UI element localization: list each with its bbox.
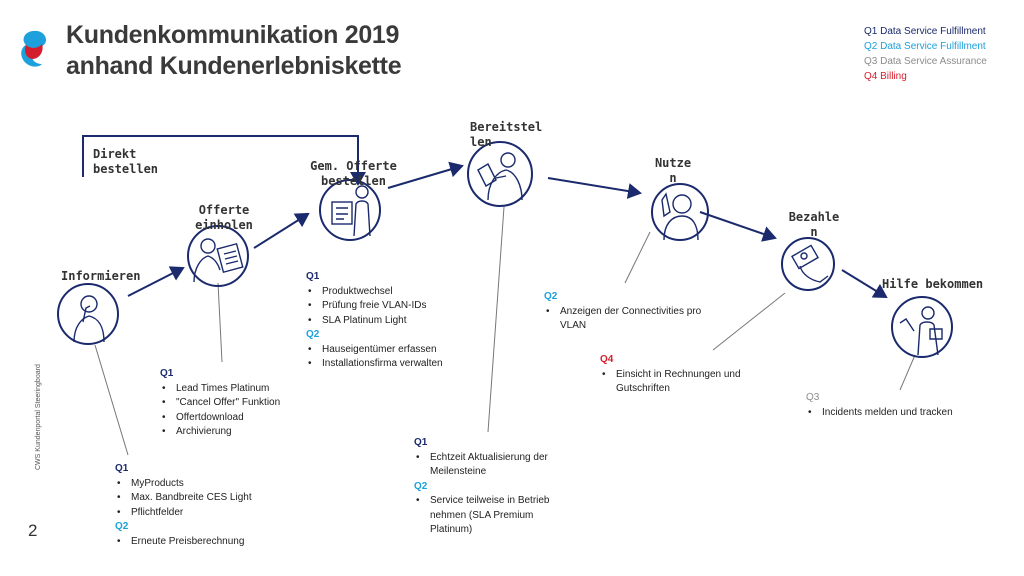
leader-nutzen <box>624 231 651 284</box>
q2-heading: Q2 <box>414 480 428 492</box>
legend-item-q3: Q3 Data Service Assurance <box>864 56 987 67</box>
q2-heading: Q2 <box>115 521 129 532</box>
block-bereitstellen: Q1 Echtzeit Aktualisierung der Meilenste… <box>414 436 574 538</box>
block-hilfe: Q3 Incidents melden und tracken <box>806 391 986 420</box>
title-line-1: Kundenkommunikation 2019 <box>66 21 400 49</box>
list-item: Prüfung freie VLAN-IDs <box>306 299 476 314</box>
stage-label-bereitstellen: Bereitstellen <box>470 120 543 149</box>
legend-item-q4: Q4 Billing <box>864 71 907 82</box>
stage-label-nutzen: Nutzen <box>654 156 692 185</box>
list-item: Offertdownload <box>160 411 310 426</box>
stage-label-hilfe: Hilfe bekommen <box>882 277 984 291</box>
list-item: MyProducts <box>115 477 275 492</box>
leader-bezahlen <box>712 292 786 351</box>
q1-heading: Q1 <box>160 368 174 379</box>
arrow-direkt-bestellen <box>82 135 366 186</box>
figure-bestellen-icon <box>319 179 381 241</box>
arrow-informieren-offerte <box>127 266 185 297</box>
side-text: CWS Kundenportal Steeringboard <box>35 364 42 470</box>
leader-offerte <box>217 282 223 363</box>
title-line-2: anhand Kundenerlebniskette <box>66 52 402 80</box>
list-item: Einsicht in Rechnungen und Gutschriften <box>600 368 770 397</box>
list-item: Hauseigentümer erfassen <box>306 343 476 358</box>
legend: Q1 Data Service Fulfillment Q2 Data Serv… <box>864 24 987 84</box>
block-informieren: Q1 MyProducts Max. Bandbreite CES Light … <box>115 462 275 549</box>
list-item: Incidents melden und tracken <box>806 406 986 421</box>
page-number: 2 <box>28 521 38 540</box>
arrow-nutzen-bezahlen <box>699 211 777 242</box>
list-item: Max. Bandbreite CES Light <box>115 491 275 506</box>
block-offerte: Q1 Lead Times Platinum "Cancel Offer" Fu… <box>160 367 310 440</box>
figure-bezahlen-icon <box>781 237 835 291</box>
list-item: Lead Times Platinum <box>160 382 310 397</box>
list-item: Installationsfirma verwalten <box>306 357 476 372</box>
swisscom-logo-icon <box>21 30 46 67</box>
leader-hilfe <box>899 354 916 391</box>
block-bezahlen: Q4 Einsicht in Rechnungen und Gutschrift… <box>600 353 770 397</box>
q2-heading: Q2 <box>544 291 558 302</box>
stage-label-offerte: Offerte einholen <box>195 203 253 232</box>
list-item: Anzeigen der Connectivities pro VLAN <box>544 305 704 334</box>
arrow-bestellen-bereitstellen <box>387 161 464 189</box>
block-bestellen: Q1 Produktwechsel Prüfung freie VLAN-IDs… <box>306 270 476 372</box>
figure-nutzen-icon <box>651 183 709 241</box>
q2-heading: Q2 <box>306 329 320 340</box>
legend-item-q1: Q1 Data Service Fulfillment <box>864 26 986 37</box>
list-item: "Cancel Offer" Funktion <box>160 396 310 411</box>
list-item: Produktwechsel <box>306 285 476 300</box>
arrow-bezahlen-hilfe <box>841 269 888 299</box>
leader-informieren <box>94 344 129 456</box>
stage-label-gem-offerte: Gem. Offerte bestellen <box>310 159 397 188</box>
figure-informieren-icon <box>57 283 119 345</box>
q4-heading: Q4 <box>600 354 614 365</box>
list-item: Echtzeit Aktualisierung der Meilensteine <box>414 451 574 480</box>
stage-label-direkt: Direkt bestellen <box>93 147 159 176</box>
q1-heading: Q1 <box>115 463 129 474</box>
figure-hilfe-icon <box>891 296 953 358</box>
list-item: SLA Platinum Light <box>306 314 476 329</box>
stage-label-bezahlen: Bezahlen <box>788 210 840 239</box>
legend-item-q2: Q2 Data Service Fulfillment <box>864 41 986 52</box>
list-item: Archivierung <box>160 425 310 440</box>
figure-bereitstellen-icon <box>467 141 533 207</box>
figure-offerte-icon <box>187 225 249 287</box>
q1-heading: Q1 <box>414 437 428 448</box>
list-item: Pflichtfelder <box>115 506 275 521</box>
arrow-bereitstellen-nutzen <box>547 177 642 199</box>
list-item: Erneute Preisberechnung <box>115 535 275 550</box>
q1-heading: Q1 <box>306 271 320 282</box>
block-nutzen: Q2 Anzeigen der Connectivities pro VLAN <box>544 290 704 334</box>
q3-heading: Q3 <box>806 392 820 403</box>
page-title: Kundenkommunikation 2019 anhand Kundener… <box>66 20 402 82</box>
list-item: Service teilweise in Betrieb nehmen (SLA… <box>414 494 574 538</box>
leader-bereitstellen <box>487 206 505 433</box>
stage-label-informieren: Informieren <box>61 269 141 283</box>
arrow-offerte-bestellen <box>253 212 310 249</box>
